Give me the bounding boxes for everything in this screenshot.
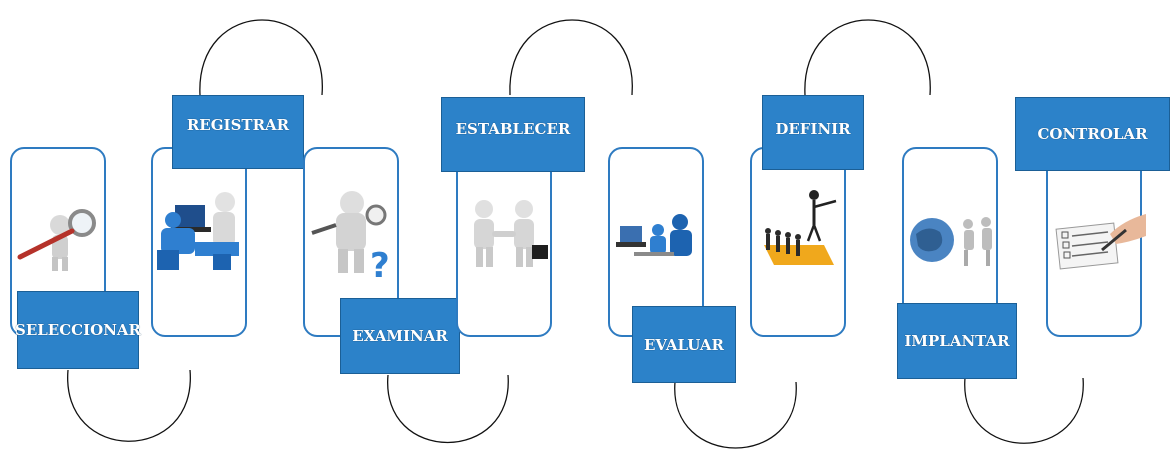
checklist-pen-icon (1055, 214, 1146, 270)
step-label-establecer: ESTABLECER (441, 97, 585, 172)
step-label-evaluar: EVALUAR (632, 306, 736, 383)
step-label-definir: DEFINIR (762, 95, 864, 170)
magnifier-person-icon (17, 209, 96, 271)
connector-arc (964, 377, 1084, 444)
step-label-controlar: CONTROLAR (1015, 97, 1170, 171)
handshake-icon (474, 200, 548, 267)
connector-arc (67, 369, 191, 442)
connector-arc (199, 19, 323, 96)
computer-people-icon (616, 214, 692, 256)
step-label-implantar: IMPLANTAR (897, 303, 1017, 379)
laptop-people-icon (157, 192, 239, 270)
connector-arc (674, 381, 797, 449)
connector-arc (387, 374, 509, 444)
step-label-seleccionar: SELECCIONAR (15, 291, 141, 369)
step-card-establecer (456, 147, 552, 337)
step-label-registrar: REGISTRAR (172, 95, 304, 169)
svg-text:?: ? (370, 246, 390, 280)
step-label-examinar: EXAMINAR (340, 298, 460, 374)
leader-team-icon (764, 190, 837, 265)
connector-arc (509, 19, 633, 96)
connector-arc (804, 19, 931, 96)
globe-people-icon (910, 217, 992, 266)
question-person-icon: ? (311, 191, 390, 280)
